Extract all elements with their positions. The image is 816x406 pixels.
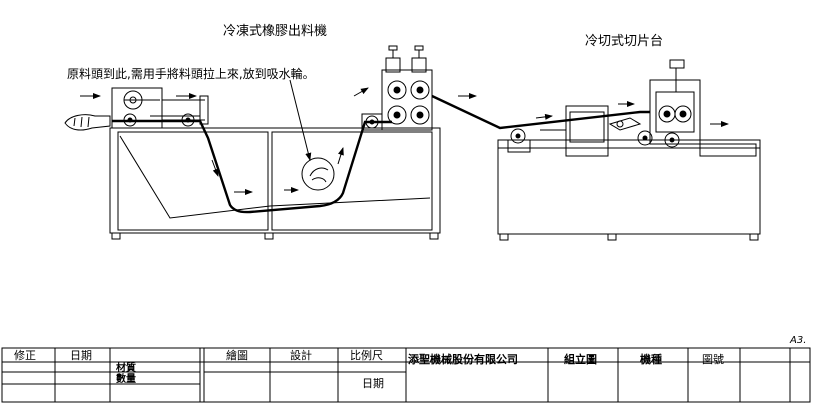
tb-material: 材質 xyxy=(116,363,136,374)
tb-revision: 修正 xyxy=(14,349,36,362)
roller-stack xyxy=(361,45,433,131)
tb-drawn: 繪圖 xyxy=(226,349,248,362)
tb-company: 添聖機械股份有限公司 xyxy=(408,353,518,366)
left-machine-title: 冷凍式橡膠出料機 xyxy=(223,24,328,39)
tb-date2: 日期 xyxy=(362,377,384,390)
hand-illustration xyxy=(64,114,111,131)
flow-arrows xyxy=(80,79,729,195)
sheet-size: A3. xyxy=(790,335,807,346)
spray-detail xyxy=(301,157,335,191)
water-tank-line xyxy=(119,135,431,219)
tb-drawing-no: 圖號 xyxy=(702,353,724,366)
tb-date: 日期 xyxy=(70,349,92,362)
tb-design: 設計 xyxy=(290,349,312,362)
tb-drawing-type: 組立圖 xyxy=(564,353,597,366)
cutter-unit xyxy=(608,59,701,148)
tb-model: 機種 xyxy=(640,353,662,366)
cooling-box xyxy=(507,105,609,157)
left-machine-frame xyxy=(109,127,441,240)
title-block-grid xyxy=(1,347,811,403)
tb-quantity: 數量 xyxy=(116,374,136,385)
right-machine-frame xyxy=(497,139,761,241)
operation-note: 原料頭到此,需用手將料頭拉上來,放到吸水輪。 xyxy=(67,67,315,81)
tb-scale: 比例尺 xyxy=(350,349,383,362)
right-machine-title: 冷切式切片台 xyxy=(585,34,664,49)
